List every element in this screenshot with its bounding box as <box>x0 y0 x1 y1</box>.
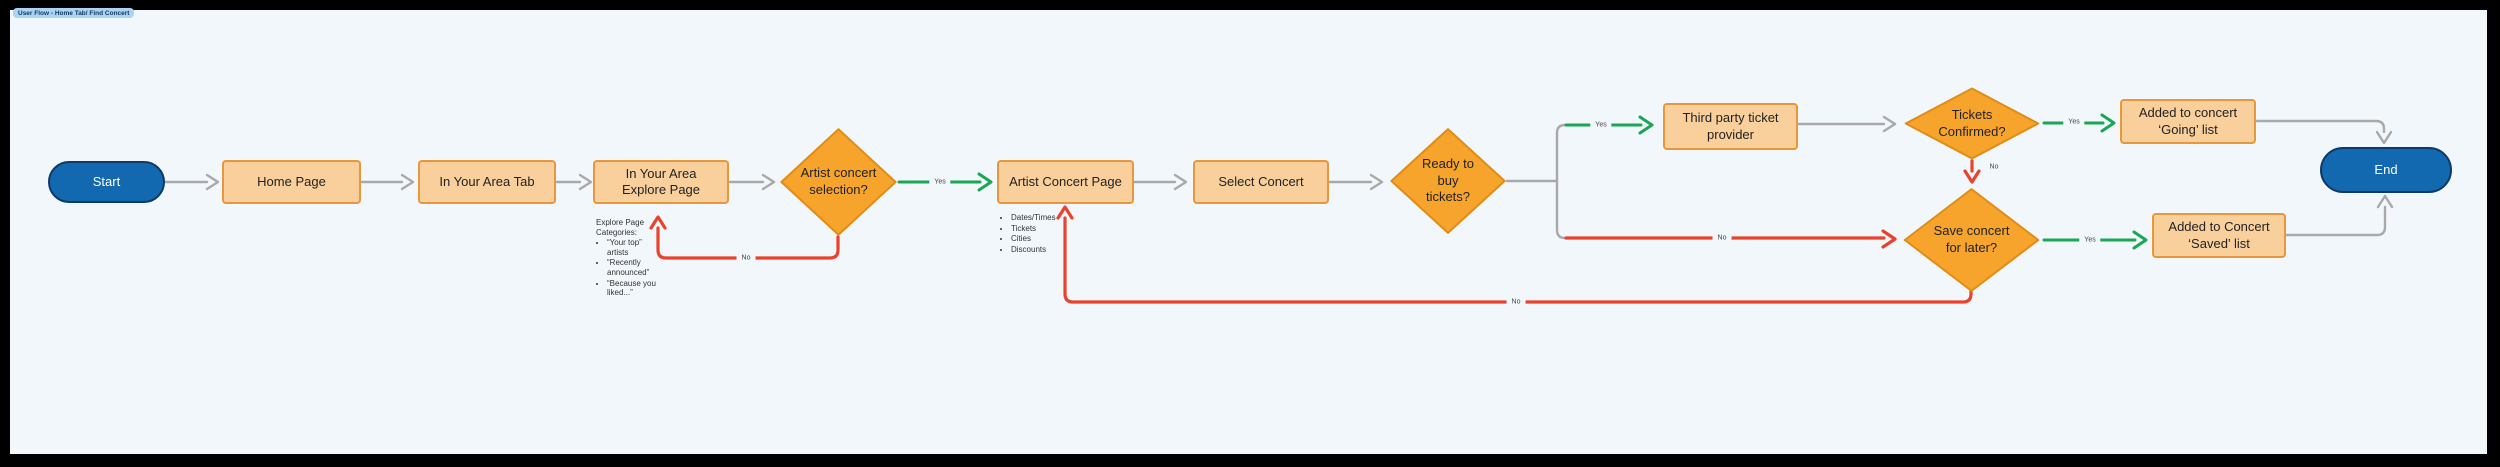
explore-categories-list: “Your top” artists “Recently announced” … <box>596 238 662 298</box>
flow-canvas <box>10 10 2487 454</box>
decision-artist-concert-selection-label: Artist concert selection? <box>800 165 877 197</box>
concert-page-detail-item: Tickets <box>1011 224 1090 234</box>
concert-page-detail-item: Discounts <box>1011 245 1090 255</box>
node-start-label: Start <box>92 173 121 189</box>
concert-page-detail-item: Dates/Times <box>1011 213 1090 223</box>
decision-save-for-later[interactable]: Save concert for later? <box>1902 187 2041 293</box>
decision-tickets-confirmed[interactable]: Tickets Confirmed? <box>1903 87 2041 160</box>
node-end-label: End <box>2374 161 2398 177</box>
node-in-your-area-tab-label: In Your Area Tab <box>439 173 535 189</box>
decision-ready-to-buy-label: Ready to buy tickets? <box>1421 155 1475 205</box>
explore-categories-note: Explore Page Categories: “Your top” arti… <box>596 218 662 299</box>
node-start[interactable]: Start <box>48 161 165 203</box>
node-select-concert[interactable]: Select Concert <box>1193 160 1329 204</box>
node-explore-page-label: In Your Area Explore Page <box>621 165 701 197</box>
node-artist-concert-page-label: Artist Concert Page <box>1009 173 1122 189</box>
decision-tickets-confirmed-label: Tickets Confirmed? <box>1938 106 2006 139</box>
explore-category-item: “Because you liked...” <box>607 279 662 298</box>
node-home-page[interactable]: Home Page <box>222 160 361 204</box>
edge-label-selection-yes: Yes <box>929 178 951 186</box>
explore-category-item: “Your top” artists <box>607 238 662 257</box>
edge-label-confirmed-no: No <box>1984 163 2004 171</box>
node-going-list[interactable]: Added to concert ‘Going’ list <box>2120 99 2256 144</box>
node-select-concert-label: Select Concert <box>1218 173 1304 189</box>
diagram-title[interactable]: User Flow - Home Tab/ Find Concert <box>13 8 135 18</box>
explore-categories-title: Explore Page Categories: <box>596 218 645 237</box>
decision-artist-concert-selection[interactable]: Artist concert selection? <box>779 127 898 237</box>
node-saved-list[interactable]: Added to Concert ‘Saved’ list <box>2152 213 2286 258</box>
edge-label-confirmed-yes: Yes <box>2063 118 2085 126</box>
node-home-page-label: Home Page <box>257 173 326 189</box>
edge-label-savelater-no: No <box>1506 298 1526 306</box>
node-in-your-area-tab[interactable]: In Your Area Tab <box>418 160 556 204</box>
concert-page-details-note: Dates/Times Tickets Cities Discounts <box>1000 212 1090 255</box>
edge-label-savelater-yes: Yes <box>2079 236 2101 244</box>
edge-label-selection-no: No <box>736 254 756 262</box>
node-end[interactable]: End <box>2320 147 2452 193</box>
node-saved-list-label: Added to Concert ‘Saved’ list <box>2168 219 2270 251</box>
node-explore-page[interactable]: In Your Area Explore Page <box>593 160 729 204</box>
concert-page-details-list: Dates/Times Tickets Cities Discounts <box>1000 213 1090 254</box>
node-artist-concert-page[interactable]: Artist Concert Page <box>997 160 1134 204</box>
node-third-party-provider-label: Third party ticket provider <box>1682 110 1779 142</box>
edge-label-ready-yes: Yes <box>1590 121 1612 129</box>
explore-category-item: “Recently announced” <box>607 258 662 277</box>
decision-save-for-later-label: Save concert for later? <box>1933 223 2010 255</box>
concert-page-detail-item: Cities <box>1011 234 1090 244</box>
node-going-list-label: Added to concert ‘Going’ list <box>2138 105 2238 137</box>
node-third-party-provider[interactable]: Third party ticket provider <box>1663 103 1798 150</box>
edge-label-ready-no: No <box>1712 234 1732 242</box>
decision-ready-to-buy[interactable]: Ready to buy tickets? <box>1389 127 1507 235</box>
